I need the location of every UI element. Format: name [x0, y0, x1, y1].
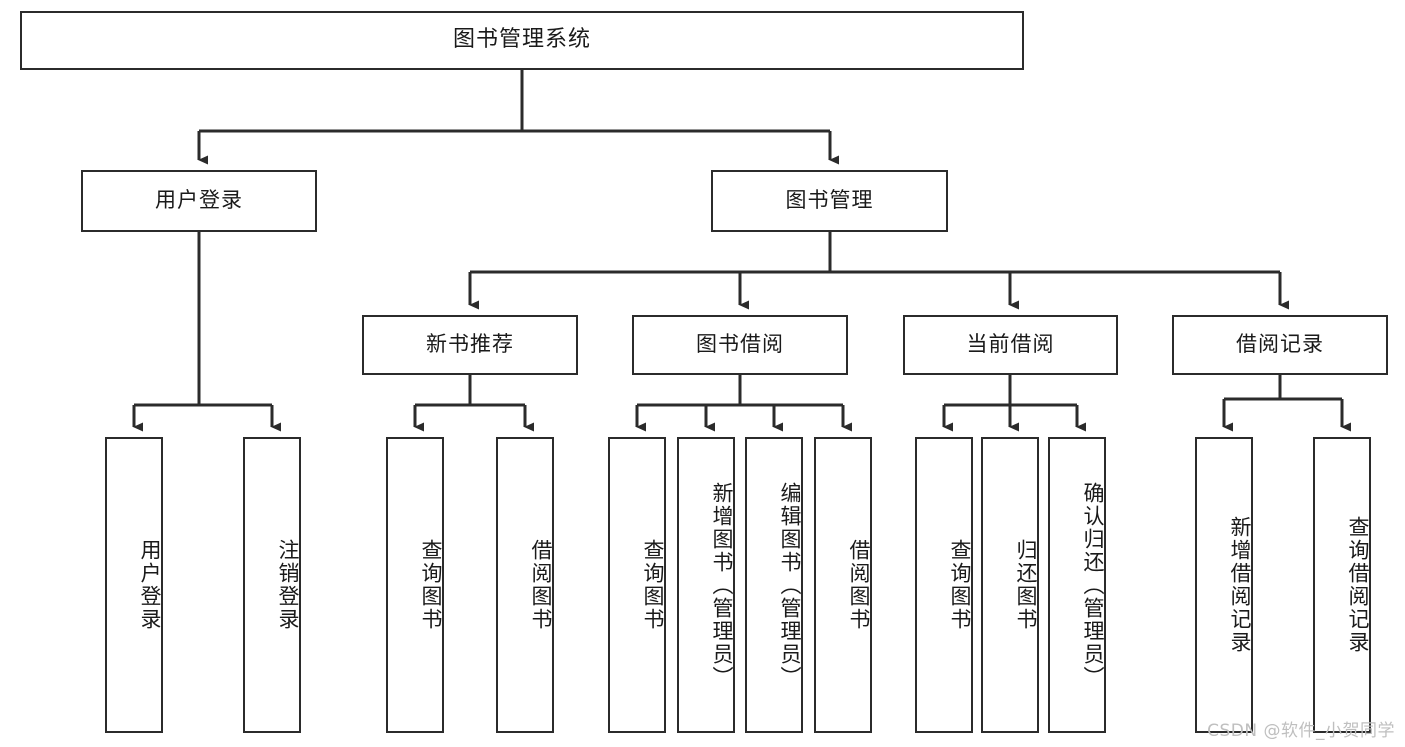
node-label: 借阅图书	[847, 539, 871, 631]
node-label: 注销登录	[276, 539, 300, 631]
node-label: 查询图书	[419, 539, 443, 631]
node-label: 确认归还（管理员）	[1081, 481, 1105, 689]
node-root-library-management-system[interactable]: 图书管理系统	[20, 11, 1024, 70]
watermark-text: CSDN @软件_小贺同学	[1207, 721, 1395, 741]
node-leaf-records-query[interactable]: 查询借阅记录	[1313, 437, 1371, 733]
node-label: 查询借阅记录	[1346, 516, 1370, 654]
node-label: 查询图书	[948, 539, 972, 631]
node-leaf-book-borrow-edit-admin[interactable]: 编辑图书（管理员）	[745, 437, 803, 733]
node-borrow-records[interactable]: 借阅记录	[1172, 315, 1388, 375]
node-label: 归还图书	[1014, 539, 1038, 631]
node-leaf-new-book-query[interactable]: 查询图书	[386, 437, 444, 733]
node-label: 查询图书	[641, 539, 665, 631]
node-leaf-current-borrow-return[interactable]: 归还图书	[981, 437, 1039, 733]
node-leaf-records-add[interactable]: 新增借阅记录	[1195, 437, 1253, 733]
node-label: 新书推荐	[426, 332, 514, 357]
node-label: 用户登录	[155, 188, 243, 213]
node-leaf-new-book-borrow[interactable]: 借阅图书	[496, 437, 554, 733]
node-book-management[interactable]: 图书管理	[711, 170, 948, 232]
node-leaf-user-login-signin[interactable]: 用户登录	[105, 437, 163, 733]
node-label: 图书借阅	[696, 332, 784, 357]
node-leaf-current-borrow-query[interactable]: 查询图书	[915, 437, 973, 733]
node-label: 图书管理系统	[452, 27, 591, 53]
node-label: 借阅图书	[529, 539, 553, 631]
node-label: 编辑图书（管理员）	[778, 481, 802, 689]
node-leaf-book-borrow-query[interactable]: 查询图书	[608, 437, 666, 733]
node-label: 借阅记录	[1236, 332, 1324, 357]
node-label: 用户登录	[138, 539, 162, 631]
node-leaf-book-borrow-borrow[interactable]: 借阅图书	[814, 437, 872, 733]
node-book-borrow[interactable]: 图书借阅	[632, 315, 848, 375]
node-current-borrow[interactable]: 当前借阅	[903, 315, 1118, 375]
node-leaf-book-borrow-add-admin[interactable]: 新增图书（管理员）	[677, 437, 735, 733]
node-user-login[interactable]: 用户登录	[81, 170, 317, 232]
node-new-book-recommend[interactable]: 新书推荐	[362, 315, 578, 375]
node-label: 图书管理	[785, 188, 874, 213]
node-leaf-current-borrow-confirm-admin[interactable]: 确认归还（管理员）	[1048, 437, 1106, 733]
node-label: 新增借阅记录	[1228, 516, 1252, 654]
node-leaf-user-login-signout[interactable]: 注销登录	[243, 437, 301, 733]
node-label: 当前借阅	[966, 332, 1055, 357]
node-label: 新增图书（管理员）	[710, 481, 734, 689]
